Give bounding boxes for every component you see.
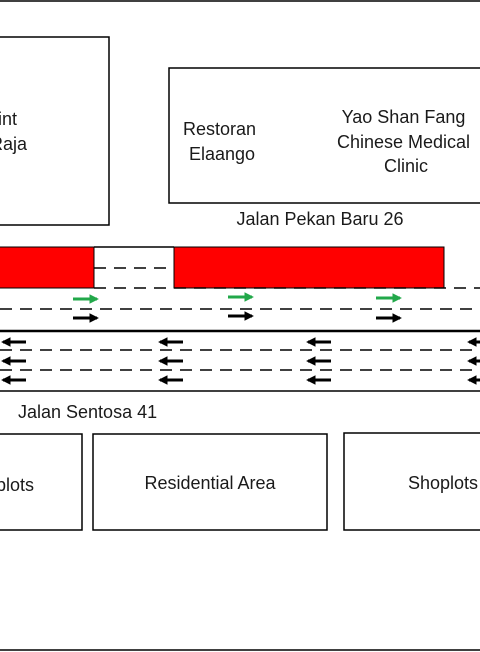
label-line: Clinic [384,156,428,176]
label-line: Elaango [189,144,255,164]
label-line: Raja [0,134,28,154]
road-name-lower: Jalan Sentosa 41 [18,402,157,422]
road-name-upper: Jalan Pekan Baru 26 [236,209,403,229]
building-bottom-right-label: Shoplots [408,473,478,493]
building-residential [92,433,328,531]
parking-zone-middle [173,246,445,289]
restoran-label: Restoran Elaango [183,119,261,164]
parking-zone-left [0,246,95,289]
label-line: Chinese Medical [337,132,470,152]
clinic-label: Yao Shan Fang Chinese Medical Clinic [337,107,475,176]
arrow-left-column [467,337,480,385]
building-restoran-clinic [168,67,480,204]
building-top-left [0,36,110,226]
label-line: Yao Shan Fang [342,107,466,127]
arrow-left-column [306,337,331,385]
building-bottom-left-label: oplots [0,475,34,495]
label-line: Restoran [183,119,256,139]
arrow-left-column [1,337,26,385]
label-line: oint [0,109,17,129]
arrow-left-column [158,337,183,385]
building-bottom-right [343,432,480,531]
building-top-left-label: oint Raja [0,109,28,154]
residential-label: Residential Area [144,473,276,493]
building-bottom-left [0,433,83,531]
